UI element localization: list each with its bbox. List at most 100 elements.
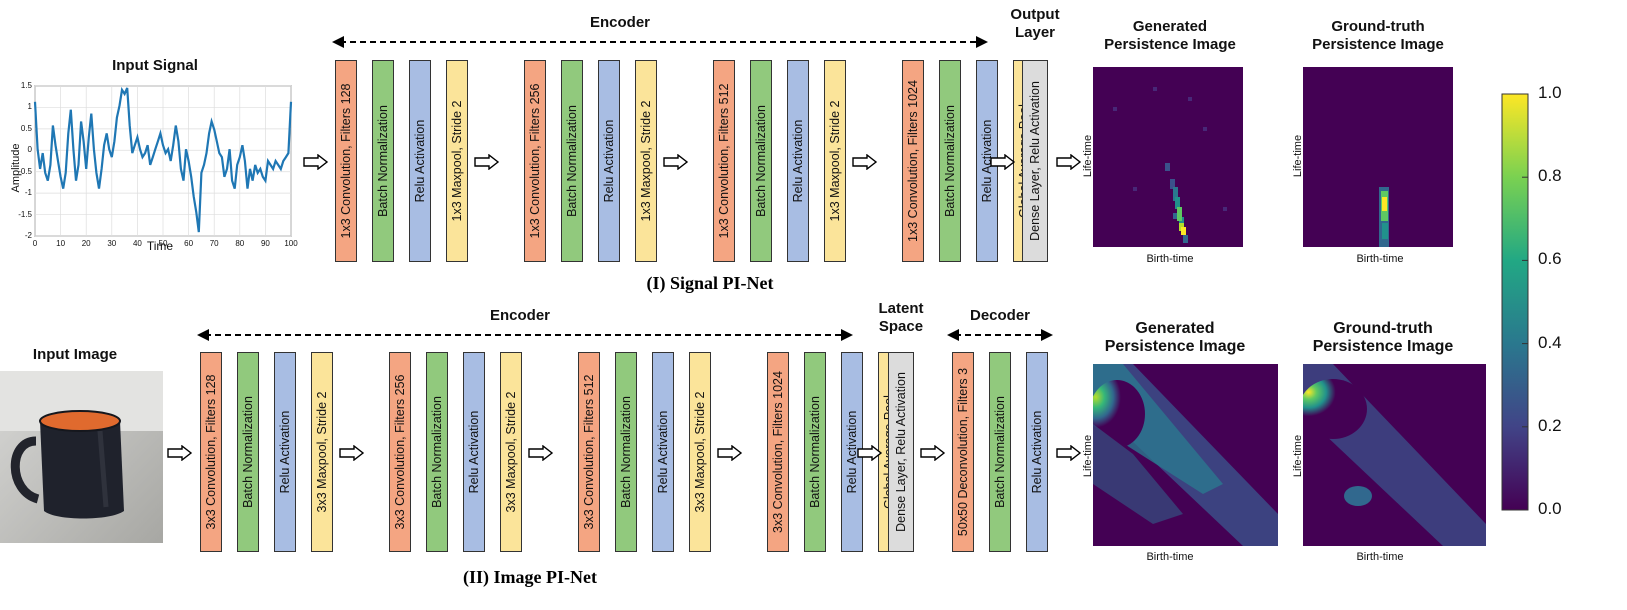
image-block-10: Relu Activation	[652, 352, 674, 552]
image-stage-arrow	[528, 445, 554, 461]
signal-encoder-span-arrow	[332, 36, 988, 48]
decoder-block-2: Relu Activation	[1026, 352, 1048, 552]
signal-ytick: -0.5	[18, 166, 32, 176]
signal-block-1-label: Batch Normalization	[376, 105, 390, 217]
decoder-block-1-label: Batch Normalization	[993, 396, 1007, 508]
signal-ytick: -1	[24, 188, 32, 198]
image-groundtruth-pi	[1303, 364, 1486, 546]
image-stage-arrow	[717, 445, 743, 461]
image-caption: (II) Image PI-Net	[463, 567, 597, 587]
image-block-9-label: Batch Normalization	[619, 396, 633, 508]
signal-block-12-label: 1x3 Convolution, Filters 1024	[906, 80, 920, 242]
signal-block-11-label: 1x3 Maxpool, Stride 2	[828, 100, 842, 222]
image-to-decoder-arrow	[920, 445, 946, 461]
image-block-8: 3x3 Convolution, Filters 512	[578, 352, 600, 552]
signal-to-output-arrow	[1056, 154, 1082, 170]
signal-block-5-label: Batch Normalization	[565, 105, 579, 217]
image-block-3: 3x3 Maxpool, Stride 2	[311, 352, 333, 552]
signal-encoder-label: Encoder	[589, 14, 650, 31]
decoder-block-2-label: Relu Activation	[1030, 410, 1044, 494]
image-block-1: Batch Normalization	[237, 352, 259, 552]
signal-stage-arrow	[474, 154, 500, 170]
image-block-6-label: Relu Activation	[467, 410, 481, 494]
signal-block-7-label: 1x3 Maxpool, Stride 2	[639, 100, 653, 222]
image-input-arrow	[167, 445, 193, 461]
decoder-span-arrow	[947, 329, 1053, 341]
signal-groundtruth-pi	[1303, 67, 1453, 247]
latent-space-label: Latent Space	[878, 300, 924, 335]
signal-stage-arrow	[663, 154, 689, 170]
decoder-block-1: Batch Normalization	[989, 352, 1011, 552]
image-to-output-arrow	[1056, 445, 1082, 461]
signal-block-3-label: 1x3 Maxpool, Stride 2	[450, 100, 464, 222]
colorbar-tick-label: 0.6	[1538, 249, 1562, 269]
signal-block-0-label: 1x3 Convolution, Filters 128	[339, 83, 353, 239]
input-signal-title: Input Signal	[112, 57, 198, 74]
image-to-latent-arrow	[857, 445, 883, 461]
signal-ytick: -1.5	[18, 209, 32, 219]
signal-to-dense-arrow	[990, 154, 1016, 170]
decoder-block-0: 50x50 Deconvolution, Filters 3	[952, 352, 974, 552]
image-block-11-label: 3x3 Maxpool, Stride 2	[693, 391, 707, 513]
signal-xtick: 20	[81, 239, 91, 248]
signal-generated-title: Generated Persistence Image	[1104, 18, 1236, 53]
decoder-block-0-label: 50x50 Deconvolution, Filters 3	[956, 367, 970, 537]
image-block-13: Batch Normalization	[804, 352, 826, 552]
signal-xtick: 30	[107, 239, 117, 248]
signal-xtick: 50	[158, 239, 168, 248]
image-encoder-label: Encoder	[489, 307, 550, 324]
image-block-4: 3x3 Convolution, Filters 256	[389, 352, 411, 552]
signal-ytick: 0	[27, 145, 32, 155]
signal-stage-arrow	[852, 154, 878, 170]
signal-input-arrow	[303, 154, 329, 170]
image-generated-ylabel: Life-time	[1082, 434, 1094, 478]
image-block-1-label: Batch Normalization	[241, 396, 255, 508]
signal-block-2: Relu Activation	[409, 60, 431, 262]
image-block-12: 3x3 Convolution, Filters 1024	[767, 352, 789, 552]
image-groundtruth-ylabel: Life-time	[1292, 434, 1304, 478]
image-block-5: Batch Normalization	[426, 352, 448, 552]
signal-xtick: 10	[56, 239, 66, 248]
colorbar-tick-label: 0.2	[1538, 415, 1562, 435]
colorbar	[1501, 93, 1529, 511]
signal-block-6: Relu Activation	[598, 60, 620, 262]
image-encoder-span-arrow	[197, 329, 853, 341]
image-generated-xlabel: Birth-time	[1146, 551, 1194, 563]
signal-block-7: 1x3 Maxpool, Stride 2	[635, 60, 657, 262]
image-stage-arrow	[339, 445, 365, 461]
signal-xtick: 80	[235, 239, 245, 248]
signal-ytick: 1	[27, 102, 32, 112]
image-block-9: Batch Normalization	[615, 352, 637, 552]
signal-block-9: Batch Normalization	[750, 60, 772, 262]
signal-generated-xlabel: Birth-time	[1146, 253, 1194, 265]
image-block-4-label: 3x3 Convolution, Filters 256	[393, 374, 407, 530]
decoder-label: Decoder	[969, 307, 1031, 324]
signal-block-9-label: Batch Normalization	[754, 105, 768, 217]
signal-block-13-label: Batch Normalization	[943, 105, 957, 217]
colorbar-tick-label: 1.0	[1538, 83, 1562, 102]
signal-ylabel: Amplitude	[10, 143, 22, 193]
colorbar-tick-label: 0.0	[1538, 499, 1562, 518]
image-block-0-label: 3x3 Convolution, Filters 128	[204, 374, 218, 530]
image-groundtruth-title: Ground-truth Persistence Image	[1312, 320, 1454, 355]
image-dense-block: Dense Layer, Relu Activation	[888, 352, 914, 552]
image-block-8-label: 3x3 Convolution, Filters 512	[582, 374, 596, 530]
signal-xtick: 0	[32, 239, 38, 248]
image-groundtruth-xlabel: Birth-time	[1356, 551, 1404, 563]
signal-dense-block: Dense Layer, Relu Activation	[1022, 60, 1048, 262]
signal-block-2-label: Relu Activation	[413, 119, 427, 203]
colorbar-tick-label: 0.8	[1538, 166, 1562, 186]
signal-plot-grid	[34, 85, 292, 237]
signal-xtick: 70	[209, 239, 219, 248]
signal-block-8: 1x3 Convolution, Filters 512	[713, 60, 735, 262]
signal-ytick: 0.5	[20, 123, 32, 133]
signal-groundtruth-ylabel: Life-time	[1292, 134, 1304, 178]
image-generated-title: Generated Persistence Image	[1104, 320, 1246, 355]
input-image-mug	[0, 371, 163, 543]
image-block-6: Relu Activation	[463, 352, 485, 552]
signal-block-4: 1x3 Convolution, Filters 256	[524, 60, 546, 262]
signal-block-6-label: Relu Activation	[602, 119, 616, 203]
input-signal-plot	[33, 85, 293, 237]
image-block-12-label: 3x3 Convolution, Filters 1024	[771, 371, 785, 533]
signal-output-layer-label: Output Layer	[1010, 6, 1060, 41]
